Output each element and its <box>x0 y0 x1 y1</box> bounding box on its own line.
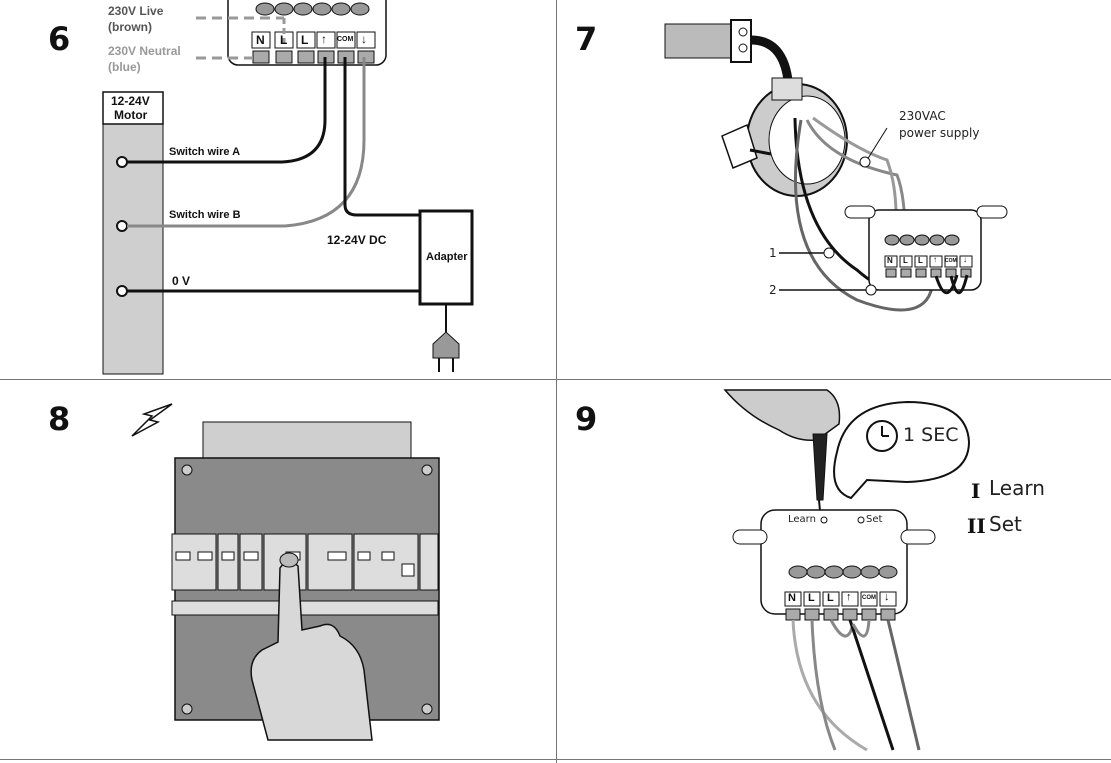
power-supply-label-2: power supply <box>899 126 980 140</box>
neutral-sub-label: (blue) <box>108 60 141 74</box>
motor-label-name: Motor <box>114 108 148 122</box>
panel-divider-bottom <box>0 759 1111 760</box>
neutral-label: 230V Neutral <box>108 44 181 58</box>
terminal-label-up: ↑ <box>321 32 327 46</box>
panel-divider-vertical <box>556 0 557 763</box>
terminal-label-l2: L <box>301 33 309 47</box>
terminal-boxes <box>884 255 973 278</box>
motor-terminal-b <box>116 220 128 232</box>
terminal-label-up: ↑ <box>933 255 937 264</box>
power-supply-label-1: 230VAC <box>899 109 946 123</box>
terminal-label-l2: L <box>918 256 923 265</box>
switch-b-label: Switch wire B <box>169 209 241 221</box>
bubble-label: 1 SEC <box>903 424 959 446</box>
terminal-label-l1: L <box>903 256 908 265</box>
terminal-label-down: ↓ <box>361 32 367 46</box>
hand-holding-tool <box>723 389 841 442</box>
step-number-9: 9 <box>575 400 598 438</box>
breaker-row <box>171 533 439 591</box>
motor-terminal-a <box>116 156 128 168</box>
terminal-label-l1: L <box>280 33 288 47</box>
panel-step-6: 6 230V Live (brown) 230V Neutral (blue) … <box>0 0 556 379</box>
terminal-label-n: N <box>887 256 893 265</box>
terminal-label-com: COM <box>945 258 957 264</box>
terminal-label-com: COM <box>862 595 876 601</box>
terminal-label-com: COM <box>337 36 354 43</box>
module-body <box>868 209 982 291</box>
terminal-label-n: N <box>256 33 265 47</box>
callout-line-power <box>866 127 888 161</box>
adapter-label: Adapter <box>426 251 468 263</box>
fuse-box-top <box>202 421 412 463</box>
set-button[interactable] <box>857 516 865 524</box>
learn-button[interactable] <box>820 516 828 524</box>
terminal-label-down: ↓ <box>963 255 967 264</box>
plug-icon <box>432 331 460 359</box>
speech-bubble <box>833 400 971 500</box>
motor-terminal-0v <box>116 285 128 297</box>
wiring-diagram-6 <box>102 0 474 375</box>
step-number-8: 8 <box>48 400 71 438</box>
terminal-label-down: ↓ <box>884 591 890 603</box>
live-label: 230V Live <box>108 4 164 18</box>
legend-mark-2: II <box>967 514 986 538</box>
installation-diagram-7 <box>664 19 1008 312</box>
terminal-label-up: ↑ <box>846 591 852 603</box>
step-number-6: 6 <box>48 20 71 58</box>
wire-label-1: 1 <box>769 246 777 260</box>
learn-button-label: Learn <box>788 514 816 525</box>
terminal-label-n: N <box>788 592 796 604</box>
module-leds <box>255 2 370 16</box>
legend-learn-label: Learn <box>989 476 1045 500</box>
motor-label-voltage: 12-24V <box>111 94 150 108</box>
terminal-label-l2: L <box>827 592 834 604</box>
step-number-7: 7 <box>575 20 598 58</box>
switch-wire-a <box>127 57 327 164</box>
module-leds <box>884 234 960 246</box>
fuse-box-diagram-8 <box>131 403 440 741</box>
set-button-label: Set <box>866 514 883 525</box>
power-cable <box>664 23 732 59</box>
motor-block <box>102 91 164 375</box>
panel-step-8: 8 <box>0 380 556 759</box>
dc-label: 12-24V DC <box>327 233 387 247</box>
panel-divider-horizontal <box>0 379 1111 380</box>
panel-step-7: 7 230VAC power supply 1 2 N L L ↑ COM ↓ <box>557 0 1111 379</box>
hand-pressing-breaker <box>250 560 373 741</box>
module-leds <box>788 565 898 579</box>
wire-label-2: 2 <box>769 283 777 297</box>
learn-button-diagram-9 <box>723 389 971 752</box>
lightning-icon <box>131 403 173 437</box>
legend-set-label: Set <box>989 512 1022 536</box>
adapter-box <box>418 209 474 306</box>
com-wire <box>343 57 420 217</box>
switch-a-label: Switch wire A <box>169 146 241 158</box>
panel-step-9: 9 1 SEC Learn Set I Learn II Set N L L ↑… <box>557 380 1111 759</box>
terminal-label-l1: L <box>808 592 815 604</box>
legend-mark-1: I <box>971 479 981 503</box>
terminal-boxes <box>784 591 897 621</box>
live-sub-label: (brown) <box>108 20 152 34</box>
zero-v-label: 0 V <box>172 274 191 288</box>
din-rail <box>171 600 439 616</box>
